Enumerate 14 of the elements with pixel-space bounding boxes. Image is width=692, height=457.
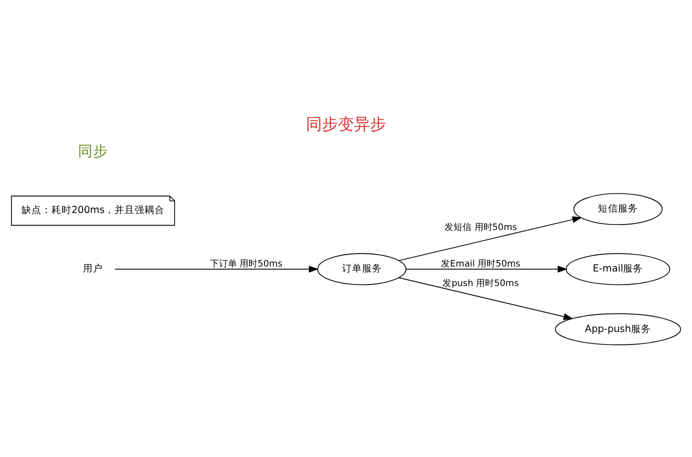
arrow — [114, 265, 319, 272]
node-ellipse: 订单服务 — [317, 252, 406, 285]
diagram-title: 同步变异步 — [306, 114, 386, 133]
node-ellipse: 短信服务 — [573, 192, 663, 225]
edge-label: 发push 用时50ms — [442, 278, 519, 289]
edge-label: 发Email 用时50ms — [441, 259, 520, 270]
arrow — [398, 216, 582, 261]
edge-label: 下订单 用时50ms — [210, 259, 282, 270]
edge-label: 发短信 用时50ms — [444, 222, 517, 233]
label: 同步 — [78, 142, 108, 160]
node-text: 用户 — [83, 263, 104, 274]
arrow — [406, 265, 568, 272]
arrow — [398, 276, 574, 320]
node-ellipse: E-mail服务 — [566, 252, 670, 285]
